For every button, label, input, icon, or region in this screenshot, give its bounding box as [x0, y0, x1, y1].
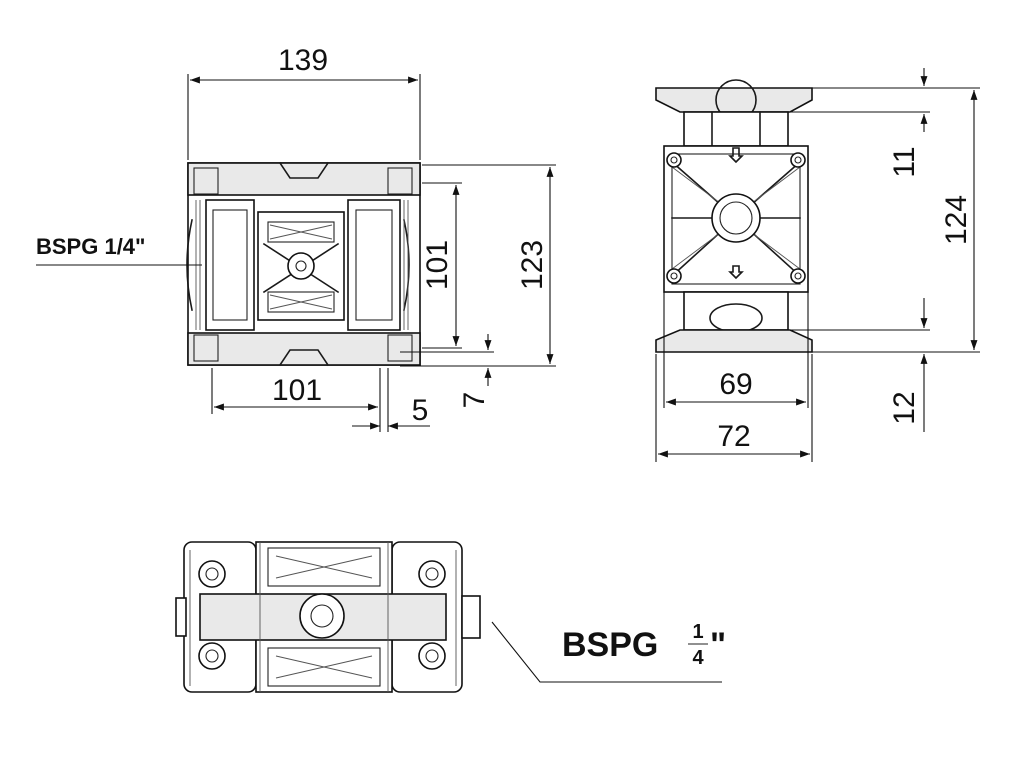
side-total-width-label: 72 [717, 420, 750, 453]
front-width-label: 139 [278, 44, 328, 77]
side-bottom-offset-label: 12 [888, 391, 921, 424]
top-view-body [175, 541, 481, 693]
front-foot-label: 7 [458, 392, 491, 409]
dimension-top-offset-11: 11 [790, 68, 980, 178]
dimension-inner-height-101: 101 [421, 182, 462, 349]
front-total-height-label: 123 [516, 240, 549, 290]
top-port-callout: BSPG 1 4 " [491, 621, 726, 683]
dimension-width-139: 139 [187, 44, 421, 160]
top-port-fraction-suffix: " [710, 626, 726, 664]
dimension-bottom-width-101: 101 [211, 368, 381, 432]
top-port-fraction-numerator: 1 [692, 621, 703, 643]
front-offset-label: 5 [412, 394, 429, 427]
front-bottom-width-label: 101 [272, 374, 322, 407]
front-port-label: BSPG 1/4" [36, 234, 145, 259]
top-port-fraction-denominator: 4 [692, 647, 704, 669]
top-port-label-prefix: BSPG [562, 626, 658, 664]
front-inner-height-label: 101 [421, 240, 454, 290]
dimension-foot-7: 7 [400, 334, 494, 408]
dimension-bottom-offset-12: 12 [790, 298, 930, 432]
side-total-height-label: 124 [940, 195, 973, 245]
dimension-total-height-124: 124 [812, 90, 980, 353]
dimension-offset-5: 5 [352, 368, 430, 432]
top-view: BSPG 1 4 " [175, 541, 726, 693]
side-view-body [655, 79, 813, 353]
side-top-offset-label: 11 [888, 146, 921, 177]
front-view-body [186, 161, 421, 367]
dimension-inner-width-69: 69 [663, 292, 809, 408]
front-view: 139 101 123 101 5 [36, 44, 556, 432]
dimension-total-width-72: 72 [655, 354, 813, 462]
side-view: 11 124 12 69 72 [655, 68, 980, 462]
side-inner-width-label: 69 [719, 368, 752, 401]
front-port-callout: BSPG 1/4" [36, 234, 202, 266]
